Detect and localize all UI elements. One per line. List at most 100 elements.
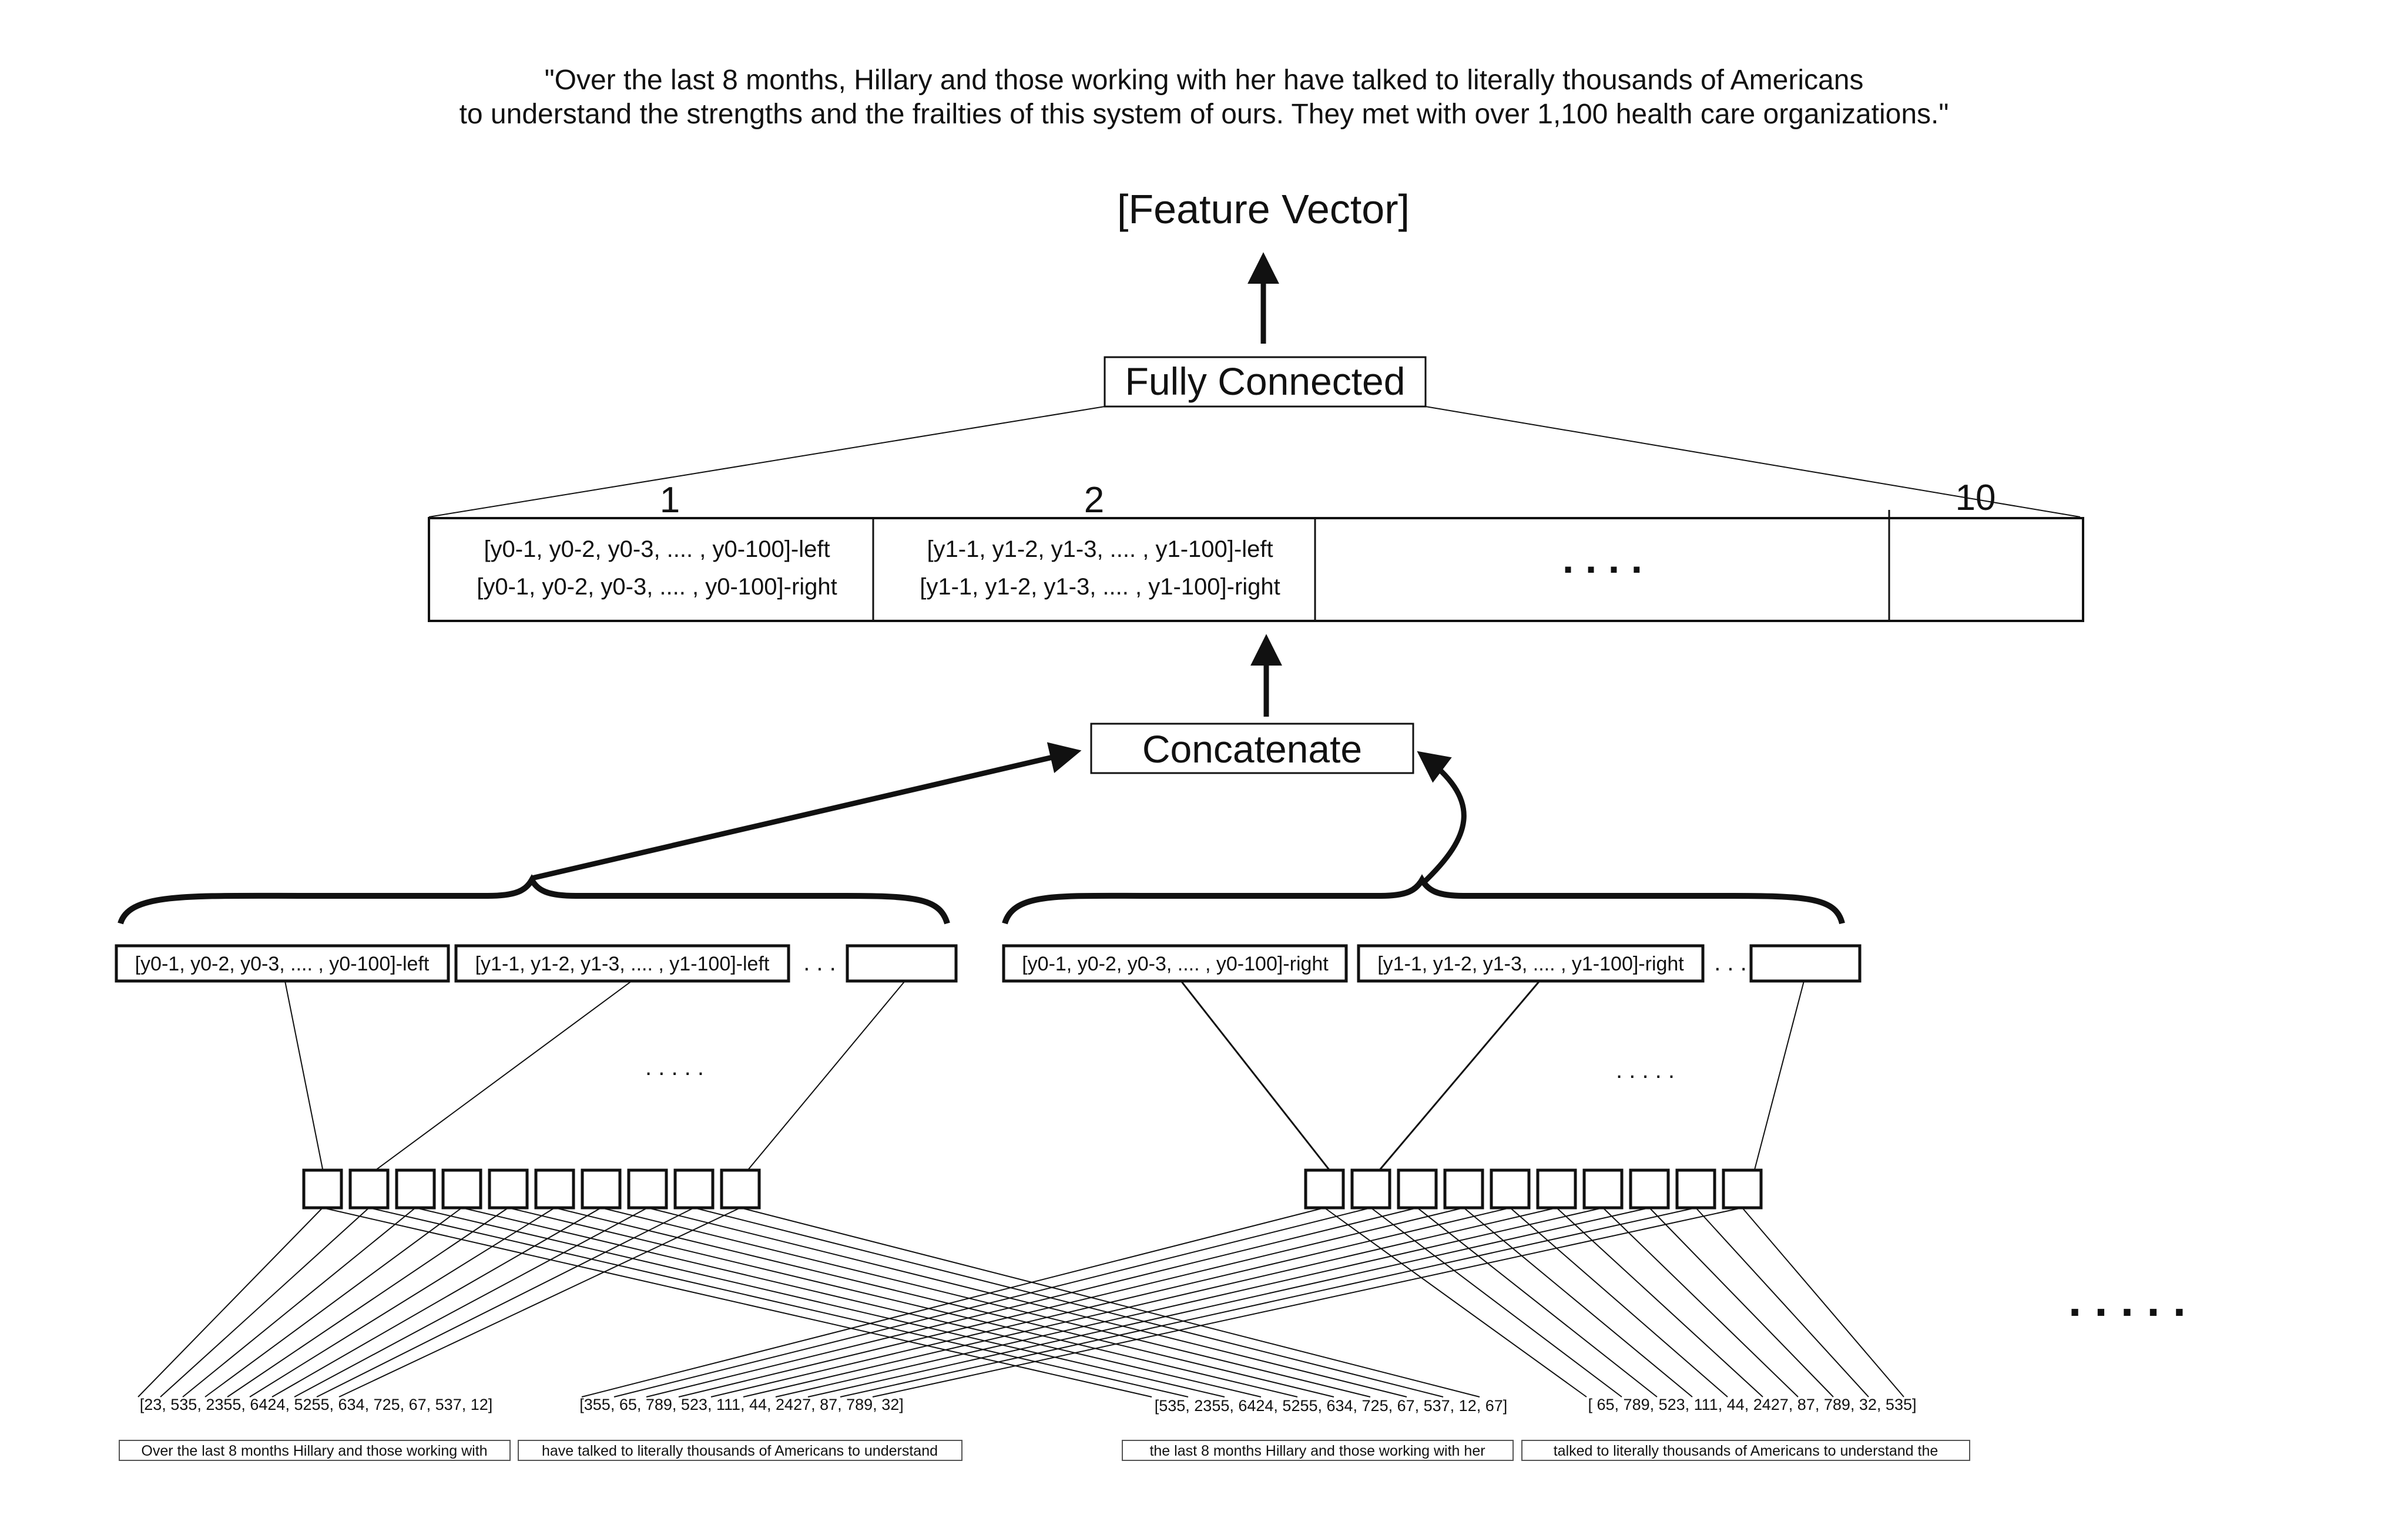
fan-line-right xyxy=(1425,406,2081,518)
conv-unit-right-3 xyxy=(1443,1168,1484,1210)
fan-right-to-seq3-1 xyxy=(1370,1207,1622,1398)
vector-box-right-1 xyxy=(1357,944,1705,983)
conv-unit-right-7 xyxy=(1629,1168,1670,1210)
fan-left-to-seq2-9 xyxy=(740,1207,1480,1398)
link-line xyxy=(1377,980,1541,1173)
concatenate-label: Concatenate xyxy=(1142,727,1362,771)
fan-left-to-seq0-5 xyxy=(249,1207,555,1398)
conv-unit-right-2 xyxy=(1397,1168,1438,1210)
vector-box-left-1 xyxy=(454,944,790,983)
table-ellipsis: . . . . xyxy=(1562,536,1642,582)
arrow-right-group-to-concat xyxy=(1417,751,1467,886)
fan-left-to-seq2-1 xyxy=(368,1207,1189,1398)
vector-box-right-0 xyxy=(1002,944,1348,983)
embedding-fan-lines xyxy=(137,1207,1904,1398)
fan-right-to-seq1-9 xyxy=(872,1207,1743,1398)
fan-left-to-seq2-2 xyxy=(415,1207,1225,1398)
quote-line-1: "Over the last 8 months, Hillary and tho… xyxy=(545,65,1864,96)
conv-unit-right-5 xyxy=(1536,1168,1577,1210)
fan-left-to-seq2-8 xyxy=(693,1207,1444,1398)
fan-left-to-seq0-2 xyxy=(182,1207,416,1398)
sequence-2: [535, 2355, 6424, 5255, 634, 725, 67, 53… xyxy=(1155,1397,1508,1415)
fan-line-left xyxy=(428,406,1105,518)
vector-box-right-1-label: [y1-1, y1-2, y1-3, .... , y1-100]-right xyxy=(1377,953,1684,975)
link-line xyxy=(746,980,905,1173)
fan-right-to-seq1-8 xyxy=(840,1207,1696,1398)
fan-left-to-seq0-7 xyxy=(294,1207,648,1398)
text-window-box-1 xyxy=(518,1440,962,1461)
link-line xyxy=(1753,980,1805,1173)
text-window-2: the last 8 months Hillary and those work… xyxy=(1149,1443,1485,1459)
text-window-0: Over the last 8 months Hillary and those… xyxy=(141,1443,487,1459)
brace-left xyxy=(118,874,950,925)
text-window-box-2 xyxy=(1122,1440,1514,1461)
fan-left-to-seq0-1 xyxy=(160,1207,370,1398)
feature-table xyxy=(428,517,2084,622)
col-number-1: 1 xyxy=(660,480,680,520)
fan-left-to-seq0-4 xyxy=(227,1207,509,1398)
conv-unit-right-1 xyxy=(1350,1168,1391,1210)
fan-left-to-seq2-4 xyxy=(508,1207,1298,1398)
table-cell-2-left: [y1-1, y1-2, y1-3, .... , y1-100]-left xyxy=(927,536,1273,562)
brace-right xyxy=(1002,874,1845,925)
big-ellipsis: . . . . . xyxy=(2068,1274,2186,1326)
fan-right-to-seq1-1 xyxy=(613,1207,1371,1398)
mid-ellipsis-left: . . . . . xyxy=(645,1054,704,1080)
fan-left-to-seq2-3 xyxy=(461,1207,1262,1398)
fan-right-to-seq3-0 xyxy=(1324,1207,1587,1398)
conv-units-left xyxy=(302,1168,761,1210)
fan-left-to-seq2-7 xyxy=(647,1207,1407,1398)
vector-box-right-empty xyxy=(1749,944,1862,983)
concatenate-box xyxy=(1090,723,1414,774)
col-number-2: 2 xyxy=(1084,480,1104,520)
sequence-3: [ 65, 789, 523, 111, 44, 2427, 87, 789, … xyxy=(1588,1396,1917,1413)
fan-left-to-seq0-6 xyxy=(271,1207,602,1398)
conv-unit-right-8 xyxy=(1675,1168,1716,1210)
text-window-box-0 xyxy=(119,1440,511,1461)
table-cell-2-right: [y1-1, y1-2, y1-3, .... , y1-100]-right xyxy=(920,574,1280,600)
fan-right-to-seq1-6 xyxy=(775,1207,1604,1398)
sequence-1: [355, 65, 789, 523, 111, 44, 2427, 87, 7… xyxy=(579,1396,903,1413)
mid-ellipsis-right: . . . . . xyxy=(1616,1057,1675,1083)
link-line xyxy=(373,980,632,1173)
fan-right-to-seq1-0 xyxy=(581,1207,1325,1398)
table-cell-1-right: [y0-1, y0-2, y0-3, .... , y0-100]-right xyxy=(477,574,837,600)
arrow-left-group-to-concat xyxy=(531,742,1082,881)
fan-right-to-seq1-3 xyxy=(678,1207,1464,1398)
conv-unit-left-7 xyxy=(627,1168,668,1210)
fan-left-to-seq0-8 xyxy=(316,1207,695,1398)
conv-unit-left-9 xyxy=(720,1168,761,1210)
conv-unit-right-6 xyxy=(1582,1168,1624,1210)
fan-left-to-seq0-9 xyxy=(338,1207,741,1398)
link-line xyxy=(1180,980,1332,1173)
quote-line-2: to understand the strengths and the frai… xyxy=(460,99,1949,130)
vector-row-left-ellipsis: . . . xyxy=(803,950,836,976)
conv-unit-left-3 xyxy=(441,1168,482,1210)
fan-left-to-seq0-0 xyxy=(137,1207,323,1398)
conv-unit-left-0 xyxy=(302,1168,343,1210)
conv-unit-left-5 xyxy=(534,1168,575,1210)
conv-unit-right-0 xyxy=(1304,1168,1345,1210)
fan-right-to-seq3-9 xyxy=(1742,1207,1904,1398)
sequence-0: [23, 535, 2355, 6424, 5255, 634, 725, 67… xyxy=(140,1396,493,1413)
fan-right-to-seq1-7 xyxy=(807,1207,1650,1398)
conv-unit-right-4 xyxy=(1490,1168,1531,1210)
fan-right-to-seq3-8 xyxy=(1695,1207,1869,1398)
fan-right-to-seq3-3 xyxy=(1463,1207,1693,1398)
fan-left-to-seq2-5 xyxy=(554,1207,1334,1398)
conv-unit-left-8 xyxy=(673,1168,715,1210)
fan-right-to-seq3-2 xyxy=(1417,1207,1658,1398)
fan-right-to-seq3-5 xyxy=(1556,1207,1763,1398)
table-cell-1-left: [y0-1, y0-2, y0-3, .... , y0-100]-left xyxy=(484,536,830,562)
conv-unit-left-2 xyxy=(395,1168,436,1210)
feature-vector-label: [Feature Vector] xyxy=(1117,186,1410,232)
fully-connected-box xyxy=(1104,356,1427,408)
conv-unit-left-4 xyxy=(488,1168,529,1210)
text-window-box-3 xyxy=(1521,1440,1970,1461)
conv-unit-right-9 xyxy=(1722,1168,1763,1210)
fan-left-to-seq0-3 xyxy=(204,1207,462,1398)
fan-right-to-seq1-2 xyxy=(646,1207,1418,1398)
fan-right-to-seq3-6 xyxy=(1602,1207,1799,1398)
text-window-3: talked to literally thousands of America… xyxy=(1554,1443,1939,1459)
